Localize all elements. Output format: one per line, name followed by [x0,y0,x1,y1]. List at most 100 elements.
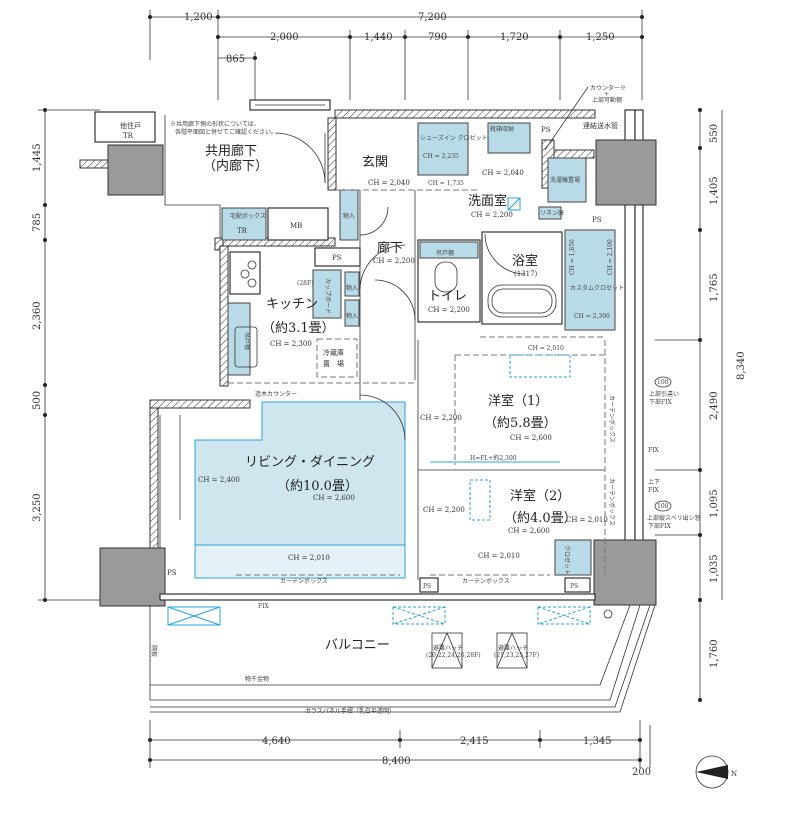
corridor-note: ※共用廊下側の形状については、 [170,120,260,128]
stove [229,251,261,295]
dim-top-1200: 1,200 [184,12,213,23]
bedroom2-size: （約4.0畳） [504,511,577,526]
ps-label: PS [570,583,578,590]
window-note: 下部FIX [649,398,673,406]
window-size-badge: 100 [657,503,669,510]
common-corridor: 他住戸 TR ※共用廊下側の形状については、 各階平面図と併せてご確認ください。… [79,99,335,241]
shoe-closet-ch-low: CH = 1,735 [428,180,464,187]
structural-column [595,139,657,206]
corridor-note: 各階平面図と併せてご確認ください。 [175,128,277,136]
curtain-box-label: カーテンボックス [608,395,616,443]
dim-right-6: 1,035 [709,554,720,583]
custom-closet [564,229,616,331]
toilet-cabinet-label: 吊戸棚 [436,249,454,257]
height-note: H=FL+約2,300 [470,454,517,462]
hatch-floors: (20,22,24,26,28F) [426,652,481,659]
window-notes: 100 上部引違い 下部FIX FIX 上下 FIX 100 上部縦スベリ出シ窓… [647,376,701,530]
bathroom-label: 浴室 [512,253,538,269]
fridge-label: 置 場 [323,359,344,368]
ps-label: PS [423,583,431,590]
dim-top-seg-2: 1,440 [364,32,393,43]
tag-28f: (28F) [297,280,313,287]
dim-left-2: 785 [32,213,43,232]
dim-left-3: 2,360 [32,301,43,330]
delivery-box [221,207,267,241]
dim-top-7200: 7,200 [418,12,447,23]
bedroom1-ch: CH = 2,600 [510,434,552,442]
bedroom2-left-ch: CH = 2,200 [423,506,465,514]
ld-bottom-ch: CH = 2,010 [288,554,330,562]
mb-label: MB [290,222,302,230]
curtain-box-label: カーテンボックス [280,577,328,585]
window-note: FIX [648,487,660,494]
cupboard-label: カップボード [324,278,332,314]
dim-right-1: 550 [709,124,720,143]
dim-top-seg-4: 1,720 [500,32,529,43]
hallway-ch: CH = 2,200 [373,257,415,265]
living-dining: リビング・ダイニング （約10.0畳） CH = 2,600 CH = 2,40… [159,394,406,585]
entrance-label: 玄関 [362,155,388,170]
outer-walls: 連結送水管 PS カウンター※ + 上部可動棚 [99,84,657,607]
dim-top-seg-1: 2,000 [270,32,299,43]
dim-bottom-200: 200 [632,767,651,778]
bedroom2-ch: CH = 2,600 [508,527,550,535]
ld-size: （約10.0畳） [277,479,358,494]
cupboard [312,269,342,319]
entrance-area: 宅配ボックス TR MB 玄関 CH = 2,040 物入 シューズイン クロゼ… [221,122,602,241]
ps-label: PS [332,254,342,262]
shoe-closet-ch: CH = 2,235 [423,153,459,160]
dim-top-seg-3: 790 [428,32,447,43]
dim-bottom-3: 1,345 [583,736,612,747]
left-dimensions: 1,445 785 2,360 500 3,250 [32,108,100,602]
ps-label: PS [167,569,177,577]
ld-left-ch: CH = 2,400 [198,476,240,484]
bathroom-size: (1317) [514,270,538,278]
compass: N [695,755,737,789]
hallway-label: 廊下 [377,240,403,256]
shoe-in-closet [417,122,469,176]
storage-label: 物入 [346,312,358,320]
hatch-label: 避難ハッチ [433,644,463,652]
dim-right-7: 1,760 [709,639,720,668]
counter-note: カウンター※ [590,84,626,92]
curtain-box-label: カーテンボックス [462,577,510,585]
bathtub [487,284,557,318]
bedrooms: 洋室（1） （約5.8畳） CH = 2,600 CH = 2,200 H=FL… [417,340,616,593]
dim-top-865: 865 [226,54,245,65]
bedroom2-bottom-ch: CH = 2,010 [478,552,520,560]
dim-bottom-1: 4,640 [262,736,291,747]
structural-column [107,144,164,196]
custom-closet-label: カスタムクロゼット [570,284,624,292]
shoe-closet-label: シューズイン クロゼット [420,134,488,142]
washroom-label: 洗面室 [468,193,507,209]
bedroom2-right-ch: CH = 2,010 [566,516,608,524]
dim-left-4: 500 [32,391,43,410]
counter-note: + [604,91,609,98]
washroom-ch: CH = 2,200 [471,211,513,219]
hatch-floors: (21,23,25,27F) [494,652,539,659]
partition-label: 隔板 [150,645,158,657]
ld-label: リビング・ダイニング [245,455,375,470]
curtain-box-label: カーテンボックス [608,478,616,526]
window-note: 上部引違い [649,390,679,398]
ld-ch: CH = 2,600 [313,494,355,502]
closet-ch-b: CH = 2,100 [607,239,614,275]
kitchen-area: 吊戸棚 PS カップボード (28F) 物入 物入 冷蔵庫 置 場 キッチン （… [227,247,415,398]
linen-storage [538,206,562,220]
structural-column [99,547,166,607]
ps-label: PS [541,126,551,134]
bottom-dimensions: 4,640 2,415 1,345 8,400 200 [148,720,651,778]
toilet-label: トイレ [428,289,467,304]
kitchen-label: キッチン [266,297,318,312]
dim-right-5: 1,095 [709,489,720,518]
window-note: 上下 [648,478,660,486]
custom-closet-ch: CH = 2,300 [574,313,610,320]
right-dimensions: 550 1,405 1,765 2,490 1,095 1,035 1,760 … [655,108,747,702]
window-note: 上部縦スベリ出シ窓 [647,514,701,522]
dim-top-seg-5: 1,250 [586,32,615,43]
counter-label: 造木カウンター [255,390,297,398]
fridge-label: 冷蔵庫 [323,348,344,357]
hatch-label: 避難ハッチ [498,644,528,652]
bathroom [481,231,563,325]
